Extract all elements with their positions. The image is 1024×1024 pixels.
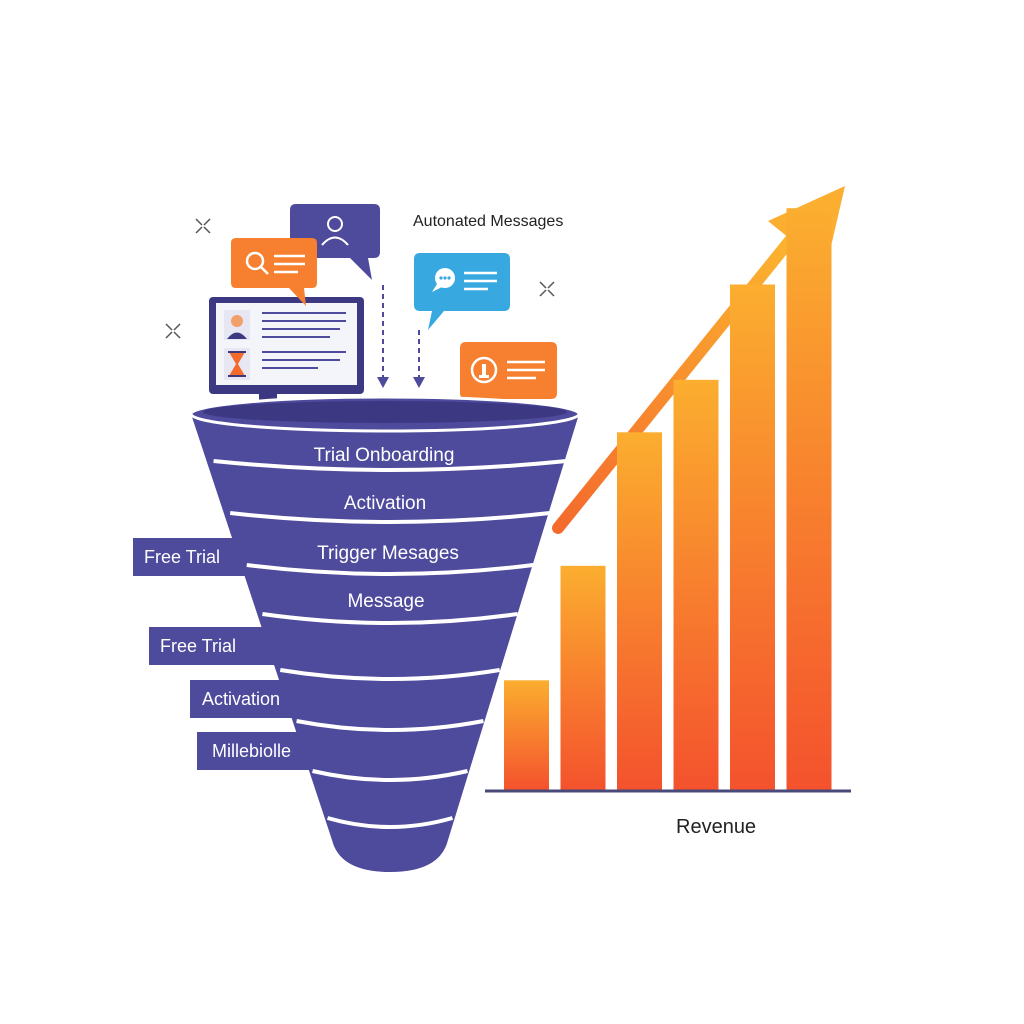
funnel-opening — [203, 401, 567, 423]
sparkle-icon — [539, 281, 555, 297]
dashed-arrows — [377, 285, 425, 388]
funnel-separator-7 — [312, 769, 468, 782]
funnel-separator-5 — [279, 668, 501, 681]
funnel-separator-3 — [246, 563, 534, 576]
bubble-person — [290, 204, 380, 280]
revenue-label: Revenue — [676, 816, 757, 838]
side-tag-3 — [190, 680, 298, 718]
bubble-chat — [414, 253, 510, 330]
revenue-bars — [504, 208, 832, 790]
funnel-label-trial-onboarding: Trial Onboarding — [314, 445, 455, 466]
funnel — [189, 395, 581, 872]
search-icon — [245, 251, 269, 275]
side-tag-label-milestone: Millebiolle — [212, 741, 291, 761]
funnel-separator-8 — [326, 816, 454, 829]
person-icon — [224, 310, 250, 340]
funnel-label-trigger-messages: Trigger Mesages — [317, 543, 459, 564]
text-lines — [262, 312, 346, 369]
hourglass-icon — [224, 348, 250, 380]
funnel-label-message: Message — [347, 591, 424, 612]
funnel-separator-6 — [296, 719, 484, 732]
revenue-bar-1 — [504, 680, 549, 790]
funnel-labels: Trial Onboarding Activation Trigger Mesa… — [314, 445, 459, 612]
revenue-bar-4 — [673, 379, 719, 790]
revenue-bar-5 — [730, 284, 775, 790]
chat-icon — [432, 268, 455, 292]
funnel-label-activation: Activation — [344, 493, 426, 514]
side-tag-label-free-trial-1: Free Trial — [144, 547, 220, 567]
side-tag-label-free-trial-2: Free Trial — [160, 636, 236, 656]
funnel-separator-2 — [229, 511, 551, 524]
revenue-bar-2 — [560, 565, 606, 790]
person-icon — [321, 216, 349, 246]
revenue-bar-3 — [617, 432, 662, 790]
automated-messages-caption: Autonated Messages — [413, 213, 564, 230]
side-tag-label-activation: Activation — [202, 689, 280, 709]
sparkle-icon — [195, 218, 211, 234]
funnel-separator-1 — [213, 459, 567, 472]
info-icon — [470, 356, 498, 384]
funnel-body — [191, 414, 579, 872]
funnel-separator-4 — [262, 612, 518, 625]
revenue-bar-6 — [786, 208, 832, 790]
side-tag-2 — [149, 627, 275, 665]
side-tag-labels: Free Trial Free Trial Activation Millebi… — [144, 547, 291, 761]
funnel-separators — [213, 459, 567, 829]
bubble-search — [231, 238, 317, 306]
sparkle-icon — [165, 323, 181, 339]
monitor — [209, 297, 364, 410]
